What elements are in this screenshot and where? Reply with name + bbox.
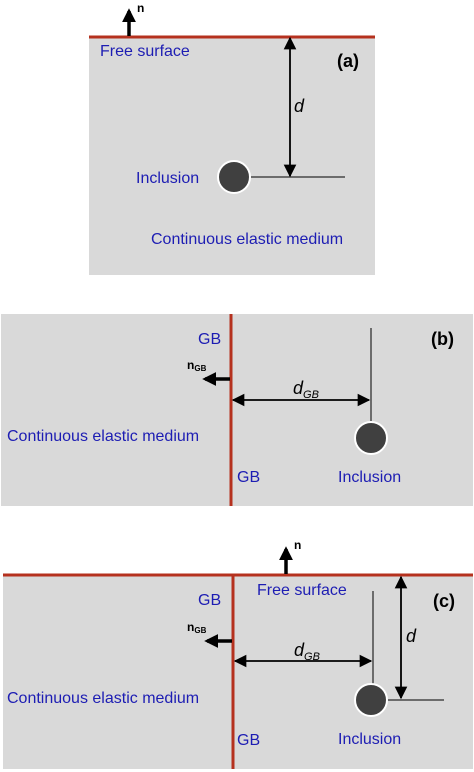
panel-a-inclusion-label: Inclusion: [136, 170, 199, 187]
panel-c-surface-distance-label: d: [406, 626, 417, 646]
panel-b-medium-label: Continuous elastic medium: [7, 428, 199, 445]
panel-c: n Free surface GB GB (c) nGB dGB d Conti…: [3, 538, 473, 769]
panel-b-normal-n: n: [187, 358, 194, 372]
panel-c-gb-normal-label: nGB: [187, 620, 207, 635]
panel-b-inclusion-label: Inclusion: [338, 469, 401, 486]
panel-b-tag: (b): [431, 329, 454, 349]
panel-c-gb-normal-sub: GB: [194, 626, 206, 635]
panel-a-inclusion: [217, 160, 251, 194]
panel-c-inclusion: [354, 683, 388, 717]
panel-c-surface-normal-label: n: [294, 538, 301, 552]
panel-a-medium-label: Continuous elastic medium: [151, 231, 343, 248]
panel-c-surface-label: Free surface: [257, 582, 347, 599]
panel-c-gb-top-label: GB: [198, 592, 221, 609]
panel-c-gb-normal-n: n: [187, 620, 194, 634]
panel-c-tag: (c): [433, 591, 455, 611]
panel-b-normal-sub: GB: [194, 364, 206, 373]
panel-c-gb-bottom-label: GB: [237, 732, 260, 749]
panel-c-gb-distance-sub: GB: [304, 651, 320, 663]
panel-a-tag: (a): [337, 51, 359, 71]
panel-c-gb-distance-label: dGB: [294, 640, 320, 663]
panel-b-inclusion: [354, 421, 388, 455]
panel-b-distance-d: d: [293, 378, 304, 398]
panel-b-medium: [1, 314, 473, 506]
panel-a-medium: [89, 37, 375, 275]
panel-a: n Free surface (a) d Inclusion Continuou…: [89, 1, 375, 275]
panel-c-medium: [3, 575, 473, 769]
panel-c-gb-distance-d: d: [294, 640, 305, 660]
panel-b: GB GB (b) nGB dGB Continuous elastic med…: [1, 314, 473, 506]
panel-b-gb-bottom-label: GB: [237, 469, 260, 486]
panel-b-gb-top-label: GB: [198, 331, 221, 348]
panel-c-inclusion-label: Inclusion: [338, 731, 401, 748]
panel-a-distance-label: d: [294, 96, 305, 116]
panel-b-distance-sub: GB: [303, 389, 319, 401]
panel-a-surface-label: Free surface: [100, 43, 190, 60]
panel-c-medium-label: Continuous elastic medium: [7, 690, 199, 707]
panel-b-normal-label: nGB: [187, 358, 207, 373]
panel-b-distance-label: dGB: [293, 378, 319, 401]
panel-a-normal-label: n: [137, 1, 144, 15]
